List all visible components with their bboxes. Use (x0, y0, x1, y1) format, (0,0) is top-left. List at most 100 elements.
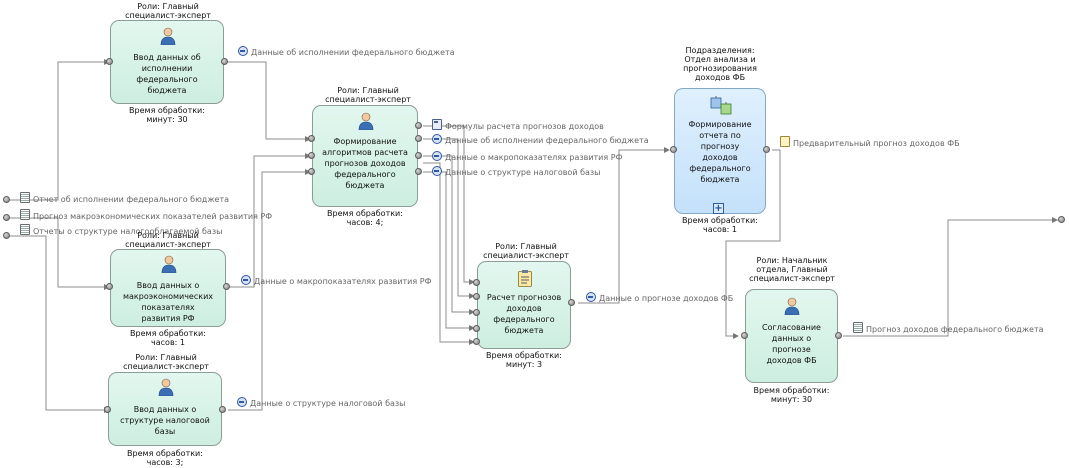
task-output-port[interactable] (415, 122, 422, 129)
task-output-port[interactable] (219, 406, 226, 413)
task-form-algorithms[interactable]: Формирование алгоритмов расчета прогнозо… (312, 105, 418, 207)
task-title: Формирование алгоритмов расчета прогнозо… (322, 137, 408, 190)
task-output-port[interactable] (221, 58, 228, 65)
task-roles: Роли: Главный специалист-эксперт (123, 353, 209, 371)
input-doc-3[interactable]: Отчеты о структуре налогооблагаемой базы (20, 224, 222, 237)
task-department: Подразделения: Отдел анализа и прогнозир… (683, 46, 757, 82)
connector (578, 149, 664, 304)
input-doc-1[interactable]: Отчет об исполнении федерального бюджета (20, 192, 229, 205)
artifact-forecast-data[interactable]: Данные о прогнозе доходов ФБ (586, 292, 733, 304)
task-roles: Роли: Начальник отдела, Главный специали… (749, 256, 835, 283)
artifact-formulas[interactable]: Формулы расчета прогнозов доходов (432, 119, 604, 132)
artifact-budget-execution-2[interactable]: Данные об исполнении федерального бюджет… (432, 134, 649, 146)
task-roles: Роли: Главный специалист-эксперт (125, 231, 211, 249)
report-icon (710, 96, 732, 115)
task-output-port[interactable] (763, 146, 770, 153)
task-input-port[interactable] (473, 325, 480, 332)
plus-icon[interactable]: + (713, 203, 724, 214)
task-input-port[interactable] (308, 135, 315, 142)
task-form-report[interactable]: Формирование отчета по прогнозу доходов … (674, 88, 766, 214)
task-title: Ввод данных о макроэкономических показат… (122, 281, 214, 323)
arrowhead (469, 325, 475, 331)
person-icon (158, 378, 174, 396)
task-title: Расчет прогнозов доходов федерального бю… (486, 293, 562, 335)
artifact-label: Прогноз доходов федерального бюджета (866, 325, 1044, 334)
task-input-port[interactable] (104, 406, 111, 413)
artifact-label: Данные о структуре налоговой базы (250, 399, 406, 408)
person-icon (160, 27, 176, 45)
arrowhead (469, 309, 475, 315)
artifact-tax-base[interactable]: Данные о структуре налоговой базы (237, 397, 405, 409)
data-object-icon (586, 292, 596, 302)
task-input-port[interactable] (473, 309, 480, 316)
task-approve-forecast[interactable]: Согласование данных о прогнозе доходов Ф… (745, 289, 838, 383)
data-object-icon (432, 151, 442, 161)
task-output-port[interactable] (415, 152, 422, 159)
task-input-port[interactable] (308, 152, 315, 159)
artifact-label: Данные о структуре налоговой базы (445, 168, 601, 177)
task-calc-forecasts[interactable]: Расчет прогнозов доходов федерального бю… (477, 261, 571, 349)
task-enter-tax-base[interactable]: Ввод данных о структуре налоговой базы (108, 372, 222, 446)
task-time: Время обработки: часов: 3; (127, 449, 203, 467)
artifact-budget-execution[interactable]: Данные об исполнении федерального бюджет… (238, 46, 455, 58)
task-time: Время обработки: минут: 3 (486, 351, 562, 369)
document-icon (20, 209, 30, 220)
connector (228, 171, 305, 411)
connector (8, 217, 104, 288)
artifact-label: Предварительный прогноз доходов ФБ (793, 139, 960, 148)
data-object-icon (237, 397, 247, 407)
task-title: Согласование данных о прогнозе доходов Ф… (762, 323, 821, 365)
input-doc-2[interactable]: Прогноз макроэкономических показателей р… (20, 209, 272, 222)
input-port-1[interactable] (3, 196, 10, 203)
task-roles: Роли: Главный специалист-эксперт (483, 242, 569, 260)
artifact-macro-2[interactable]: Данные о макропоказателях развития РФ (432, 151, 622, 163)
document-icon (20, 192, 30, 203)
artifact-final-forecast[interactable]: Прогноз доходов федерального бюджета (853, 322, 1044, 335)
task-output-port[interactable] (835, 332, 842, 339)
input-port-3[interactable] (3, 232, 10, 239)
input-label: Отчет об исполнении федерального бюджета (33, 195, 230, 204)
connector (423, 162, 469, 343)
task-enter-macro-indicators[interactable]: Ввод данных о макроэкономических показат… (110, 249, 226, 327)
artifact-label: Данные о прогнозе доходов ФБ (599, 294, 734, 303)
document-icon (20, 224, 30, 235)
connector (228, 61, 305, 140)
task-input-port[interactable] (473, 338, 480, 345)
connector (8, 235, 104, 411)
task-input-port[interactable] (741, 332, 748, 339)
task-input-port[interactable] (106, 283, 113, 290)
artifact-label: Данные о макропоказателях развития РФ (445, 153, 623, 162)
task-enter-budget-execution[interactable]: Ввод данных об исполнении федерального б… (110, 20, 224, 104)
process-end-port[interactable] (1058, 216, 1065, 223)
task-input-port[interactable] (106, 58, 113, 65)
artifact-label: Данные о макропоказателях развития РФ (254, 277, 432, 286)
task-input-port[interactable] (473, 279, 480, 286)
task-output-port[interactable] (415, 168, 422, 175)
task-input-port[interactable] (308, 168, 315, 175)
note-icon (780, 136, 790, 147)
task-output-port[interactable] (223, 283, 230, 290)
connector (423, 125, 469, 283)
task-output-port[interactable] (568, 299, 575, 306)
arrowhead (469, 279, 475, 285)
task-input-port[interactable] (473, 293, 480, 300)
task-input-port[interactable] (670, 146, 677, 153)
arrowhead (1052, 217, 1058, 223)
input-port-2[interactable] (3, 214, 10, 221)
document-icon (853, 322, 863, 333)
artifact-label: Данные об исполнении федерального бюджет… (445, 136, 649, 145)
artifact-macro[interactable]: Данные о макропоказателях развития РФ (241, 275, 431, 287)
task-title: Ввод данных о структуре налоговой базы (120, 405, 210, 436)
data-object-icon (432, 134, 442, 144)
artifact-preliminary-forecast[interactable]: Предварительный прогноз доходов ФБ (780, 136, 960, 149)
input-label: Отчеты о структуре налогооблагаемой базы (33, 227, 223, 236)
task-time: Время обработки: часов: 1 (682, 216, 758, 234)
data-object-icon (238, 46, 248, 56)
artifact-tax-base-2[interactable]: Данные о структуре налоговой базы (432, 166, 600, 178)
task-output-port[interactable] (415, 135, 422, 142)
artifact-label: Данные об исполнении федерального бюджет… (251, 48, 455, 57)
connector (725, 149, 781, 337)
task-title: Ввод данных об исполнении федерального б… (133, 53, 201, 95)
task-time: Время обработки: часов: 4; (327, 209, 403, 227)
calculator-icon (432, 119, 442, 130)
